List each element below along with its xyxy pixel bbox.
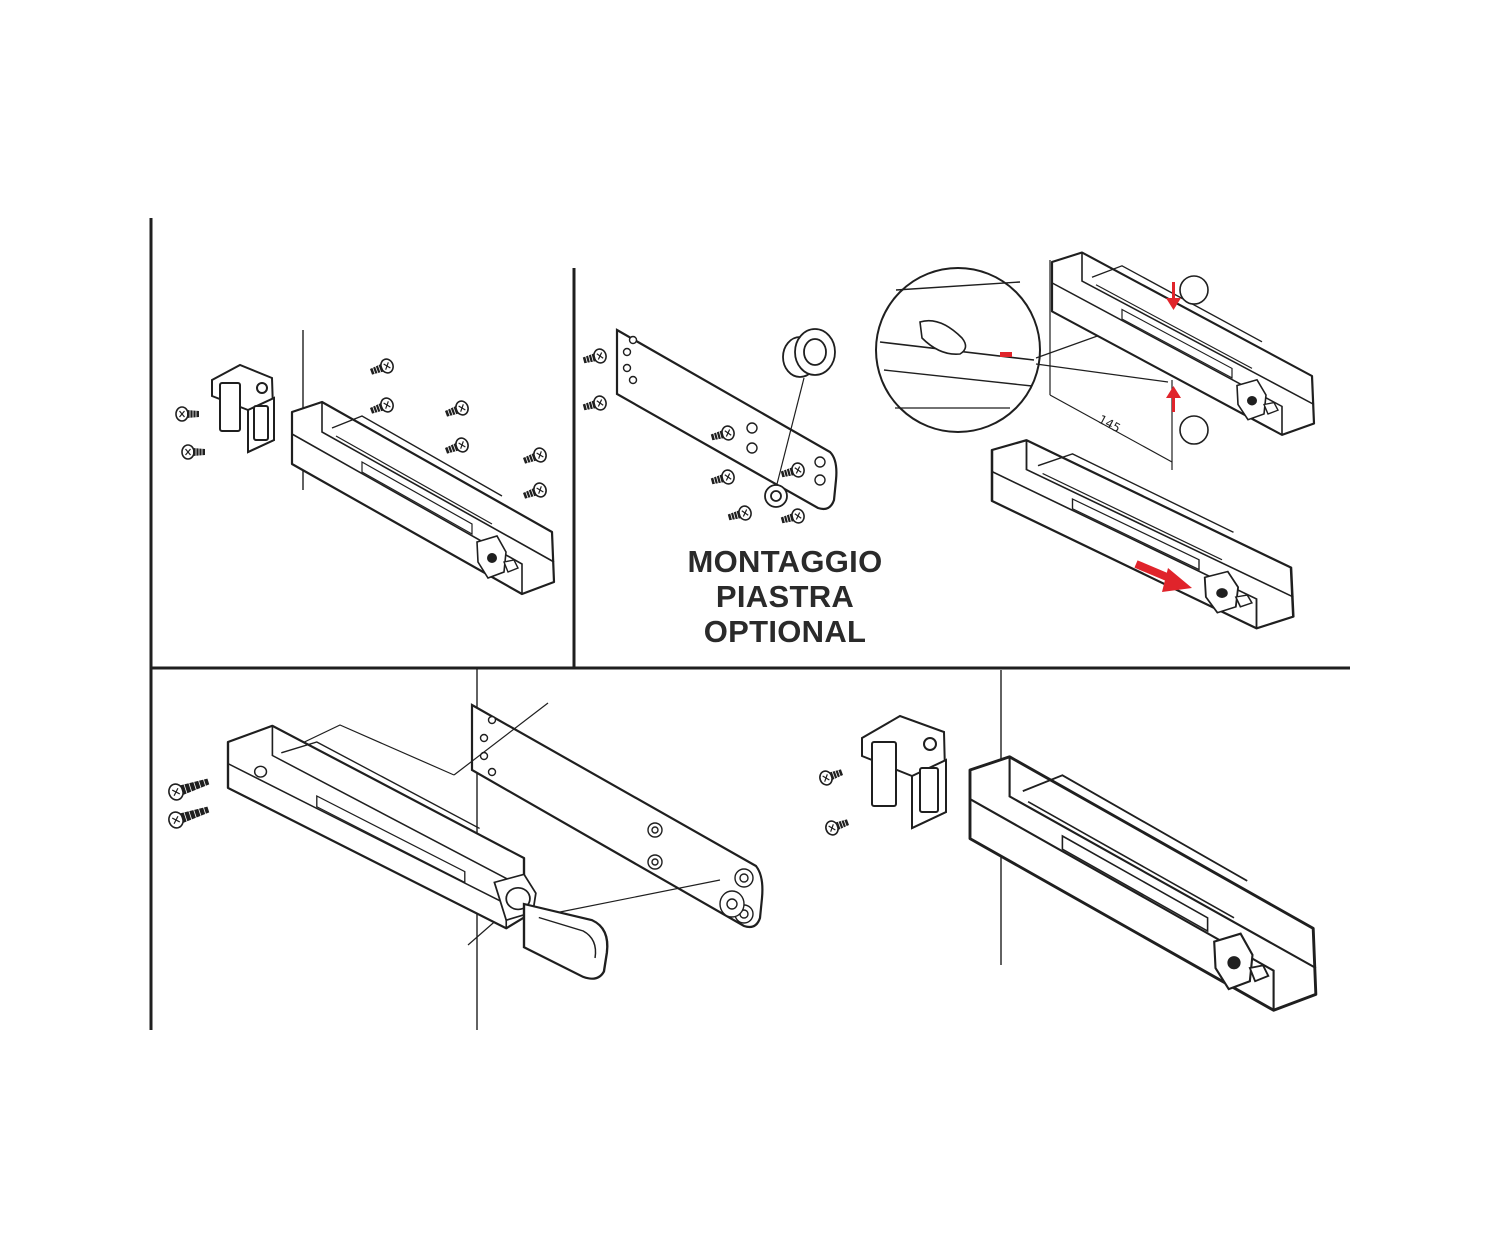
panel-2-optional-plate [580, 328, 838, 528]
screw-icon [442, 398, 471, 422]
roller-icon [782, 328, 836, 378]
panel-3-adjustment: 145 [875, 251, 1316, 630]
screw-icon [520, 445, 549, 469]
screw-icon [175, 406, 200, 422]
callout-circle [1179, 415, 1209, 445]
screw-icon [367, 395, 396, 419]
dimension-label: 145 [1096, 412, 1123, 435]
screw-icon [580, 346, 609, 368]
screw-icon [708, 467, 737, 489]
caption-line-1: MONTAGGIO [687, 544, 883, 579]
callout-circle [1179, 275, 1209, 305]
long-screw-icon [166, 773, 212, 803]
screw-icon [817, 764, 846, 788]
screw-icon [520, 480, 549, 504]
door-closer-body [968, 755, 1318, 1012]
screw-icon [181, 444, 206, 460]
screw-icon [725, 503, 754, 525]
roller-pin [764, 484, 788, 508]
mounting-plate [470, 703, 764, 929]
door-closer-body [1050, 251, 1316, 436]
screw-icon [823, 814, 852, 838]
long-screw-icon [166, 801, 212, 831]
door-closer-body [226, 724, 609, 980]
caption-line-3: OPTIONAL [703, 614, 867, 649]
panel-1-bracket-and-closer [175, 330, 556, 596]
door-closer-body [290, 400, 556, 596]
mounting-bracket [861, 714, 948, 830]
screw-icon [778, 506, 807, 528]
door-closer-extended [990, 438, 1295, 630]
screw-icon [580, 393, 609, 415]
panel-grid [149, 218, 1350, 1030]
red-arrow-icon [1166, 282, 1181, 412]
panel-5-final [817, 670, 1318, 1012]
screw-icon [367, 356, 396, 380]
detail-magnifier [875, 267, 1041, 433]
panel-4-assembly [166, 668, 764, 1030]
optional-plate-caption: MONTAGGIO PIASTRA OPTIONAL [650, 544, 920, 649]
screw-icon [442, 435, 471, 459]
caption-line-2: PIASTRA [715, 579, 855, 614]
red-arrow-icon [1134, 560, 1192, 592]
mounting-bracket [211, 363, 276, 454]
